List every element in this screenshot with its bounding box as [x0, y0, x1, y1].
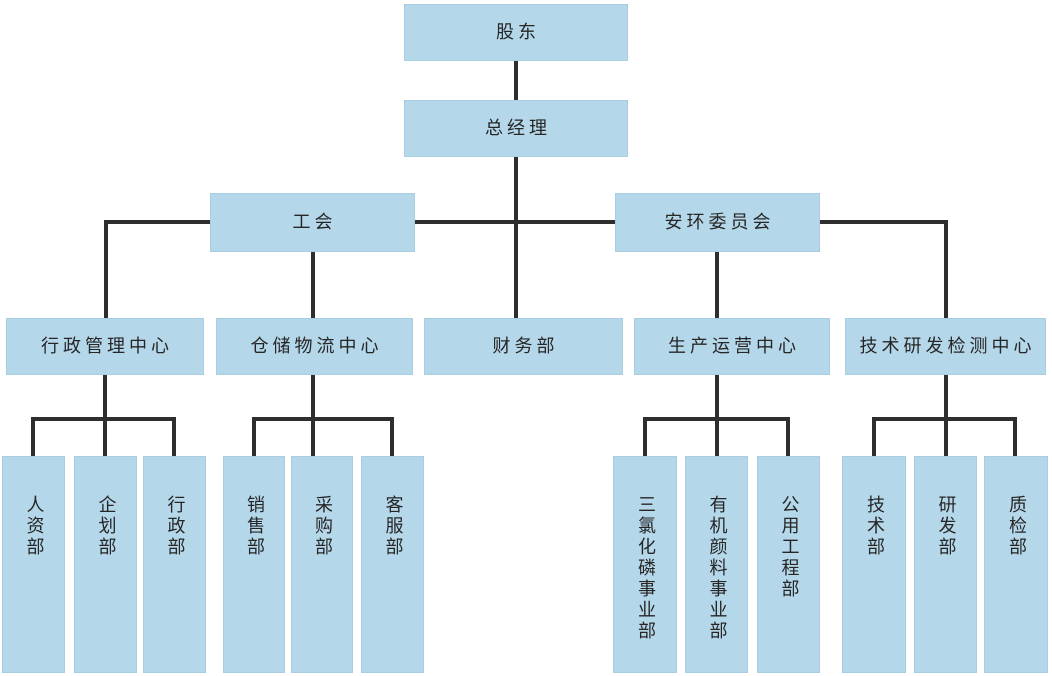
org-node-phosphorus-trichloride-division: 三氯化磷事业部: [613, 456, 677, 673]
connector-stub-procurement: [311, 375, 315, 456]
org-node-organic-pigments-division: 有机颜料事业部: [685, 456, 748, 673]
connector-stub-customer-service: [390, 417, 394, 456]
org-node-label: 三氯化磷事业部: [635, 495, 656, 642]
org-node-label: 研发部: [935, 495, 957, 558]
org-node-label: 公用工程部: [778, 495, 800, 600]
org-node-shareholders: 股东: [404, 4, 628, 61]
connector-stub-rd: [944, 375, 948, 456]
connector-logistics-children-h: [252, 417, 394, 421]
org-node-label: 质检部: [1006, 495, 1027, 558]
org-node-planning-department: 企划部: [74, 456, 137, 673]
connector-to-admin-center: [104, 220, 108, 318]
connector-stub-hr: [31, 417, 35, 456]
org-node-label: 采购部: [312, 495, 333, 558]
connector-union-logistics: [311, 252, 315, 318]
org-node-technology-rd-testing-center: 技术研发检测中心: [845, 318, 1046, 375]
org-node-label: 企划部: [95, 495, 117, 558]
connector-stub-sales: [252, 417, 256, 456]
connector-gm-finance: [514, 157, 518, 318]
org-node-procurement-department: 采购部: [291, 456, 353, 673]
org-node-sales-department: 销售部: [223, 456, 285, 673]
org-node-label: 客服部: [382, 495, 404, 558]
connector-stub-utilities: [786, 417, 790, 456]
connector-stub-quality: [1013, 417, 1017, 456]
connector-stub-technology: [872, 417, 876, 456]
connector-stub-planning: [103, 375, 107, 456]
org-node-finance-department: 财务部: [424, 318, 623, 375]
connector-stub-phosphorus: [643, 417, 647, 456]
connector-committee-production: [715, 252, 719, 318]
org-node-utilities-engineering-department: 公用工程部: [757, 456, 820, 673]
org-node-general-manager: 总经理: [404, 100, 628, 157]
connector-to-tech-center: [944, 220, 948, 318]
org-node-label: 人资部: [23, 495, 45, 558]
org-node-label: 销售部: [244, 495, 265, 558]
org-node-production-operations-center: 生产运营中心: [634, 318, 830, 375]
org-node-label: 技术部: [864, 495, 885, 558]
org-node-administrative-management-center: 行政管理中心: [6, 318, 204, 375]
org-node-label: 有机颜料事业部: [706, 495, 728, 642]
org-node-quality-inspection-department: 质检部: [984, 456, 1048, 673]
org-node-customer-service-department: 客服部: [361, 456, 424, 673]
connector-stub-administration: [172, 417, 176, 456]
connector-main-horizontal: [104, 220, 948, 224]
org-node-label: 行政部: [164, 495, 186, 558]
connector-stub-pigments: [715, 375, 719, 456]
org-node-administration-department: 行政部: [143, 456, 206, 673]
connector-shareholders-gm: [514, 61, 518, 100]
org-node-labor-union: 工会: [210, 193, 415, 252]
org-node-human-resources-department: 人资部: [2, 456, 65, 673]
org-node-rd-department: 研发部: [914, 456, 977, 673]
org-node-safety-environment-committee: 安环委员会: [615, 193, 820, 252]
org-node-warehousing-logistics-center: 仓储物流中心: [216, 318, 413, 375]
org-node-technology-department: 技术部: [842, 456, 906, 673]
